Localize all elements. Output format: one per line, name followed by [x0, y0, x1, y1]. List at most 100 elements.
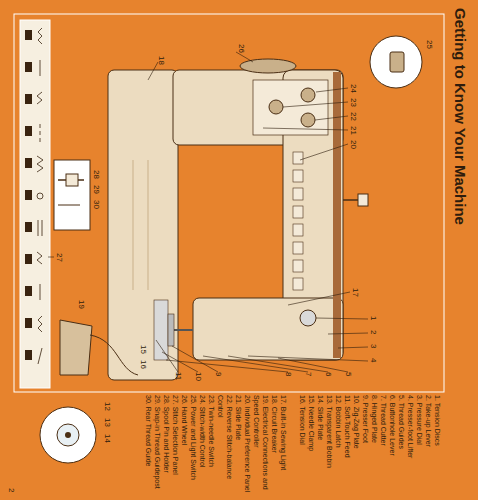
dial [301, 113, 315, 127]
leader-line [338, 347, 368, 348]
arm-button [293, 224, 303, 236]
arm-button [293, 170, 303, 182]
guidepost [58, 205, 80, 206]
part-name: 16. Tension Dial [298, 395, 307, 498]
leader-line [148, 62, 158, 80]
part-name: 12. Bobbin Latch [334, 395, 343, 498]
leader-line [288, 292, 350, 305]
stitch-button [25, 286, 32, 296]
callout-number: 9 [214, 372, 223, 376]
part-name: 20. Individual Preference Panel [243, 395, 252, 498]
stitch-button [25, 158, 32, 168]
machine-head [193, 298, 343, 360]
part-name: 4. Presser-foot Lifter [406, 395, 415, 498]
tension-disc [300, 310, 316, 326]
part-name: 3. Pressure Dial [415, 395, 424, 498]
dial [301, 88, 315, 102]
arm-button [293, 152, 303, 164]
part-name: 22. Reverse Stitch-balance Control [216, 395, 234, 498]
part-name: 2. Take-up Lever [424, 395, 433, 498]
callout-number: 8 [284, 372, 293, 376]
arm-button [293, 278, 303, 290]
page-title: Getting to Know Your Machine [452, 8, 469, 225]
spool-pin [343, 199, 358, 201]
leader-line [315, 116, 348, 120]
presser-foot [168, 314, 174, 346]
bobbin-hub [65, 432, 71, 438]
callout-number: 28 [92, 170, 101, 179]
callout-number: 21 [349, 126, 358, 135]
leader-line [236, 52, 253, 62]
hand-wheel [240, 59, 296, 73]
dial [269, 100, 283, 114]
callout-number: 5 [344, 372, 353, 376]
callout-number: 24 [349, 84, 358, 93]
stitch-button [25, 350, 32, 360]
leader-lines [48, 52, 368, 372]
part-name: 5. Thread Guides [397, 395, 406, 498]
arm-button [293, 206, 303, 218]
callout-number: 17 [351, 288, 360, 297]
power-switch [390, 52, 404, 72]
part-name: 1. Tension Discs [433, 395, 442, 498]
part-name: 18. Circuit Breaker [270, 395, 279, 498]
leader-line [228, 356, 328, 372]
top-band [333, 72, 341, 358]
stitch-button [25, 62, 32, 72]
leader-line [166, 360, 288, 372]
part-name: 21. Slide Plate [234, 395, 243, 498]
zigzag-symbol [37, 92, 42, 104]
part-name: 25. Power and Light Switch [189, 395, 198, 498]
machine-pillar [173, 70, 343, 145]
spool [66, 174, 78, 186]
callout-number: 10 [194, 372, 203, 381]
bobbin-inset [40, 407, 96, 463]
callout-number: 22 [349, 112, 358, 121]
zigzag-symbol [37, 156, 43, 172]
callout-number: 4 [369, 358, 378, 362]
part-name: 9. Presser Foot [361, 395, 370, 498]
straight-symbol [40, 284, 41, 300]
parts-list: 1. Tension Discs2. Take-up Lever3. Press… [144, 395, 442, 498]
bed-lines [133, 160, 148, 290]
callout-number: 3 [369, 344, 378, 348]
zigzag-symbol [37, 252, 42, 264]
stitch-button [25, 94, 32, 104]
stitch-panel-strip [20, 20, 50, 388]
callout-number: 20 [349, 140, 358, 149]
stitch-symbols [37, 28, 43, 364]
switch-inset [370, 36, 422, 88]
bobbin [57, 424, 79, 446]
arm-button [293, 260, 303, 272]
foot-pedal [60, 320, 92, 375]
leader-line [263, 128, 348, 130]
callout-number: 1 [369, 316, 378, 320]
part-name: 10. Zig-Zag Plate [352, 395, 361, 498]
stitch-button [25, 318, 32, 328]
zigzag-symbol [38, 28, 42, 44]
callout-number: 2 [369, 330, 378, 334]
callout-number: 12 [103, 402, 112, 411]
needle [172, 329, 193, 331]
callout-number: 16 [139, 360, 148, 369]
arm-buttons [293, 152, 303, 290]
callout-number: 7 [304, 372, 313, 376]
part-name: 6. Buttonhole Lever [388, 395, 397, 498]
machine-bed [108, 70, 178, 380]
part-name: 14. Slide Plate [316, 395, 325, 498]
callout-number: 14 [103, 434, 112, 443]
dash-symbol [40, 124, 41, 142]
part-name: 8. Hinged Plate [370, 395, 379, 498]
part-name: 15. Needle Clamp [307, 395, 316, 498]
spool [358, 194, 368, 206]
dot-symbol [37, 193, 43, 199]
needle-plate [154, 300, 168, 360]
part-name: 30. Rear Thread Guide [144, 395, 153, 498]
callout-number: 19 [77, 300, 86, 309]
callout-number: 6 [324, 372, 333, 376]
part-name: 19. Electrical Connections and Speed Con… [252, 395, 270, 498]
slant-symbol [38, 348, 42, 364]
leader-line [283, 102, 348, 107]
callout-number: 11 [174, 372, 183, 380]
stitch-button [25, 254, 32, 264]
